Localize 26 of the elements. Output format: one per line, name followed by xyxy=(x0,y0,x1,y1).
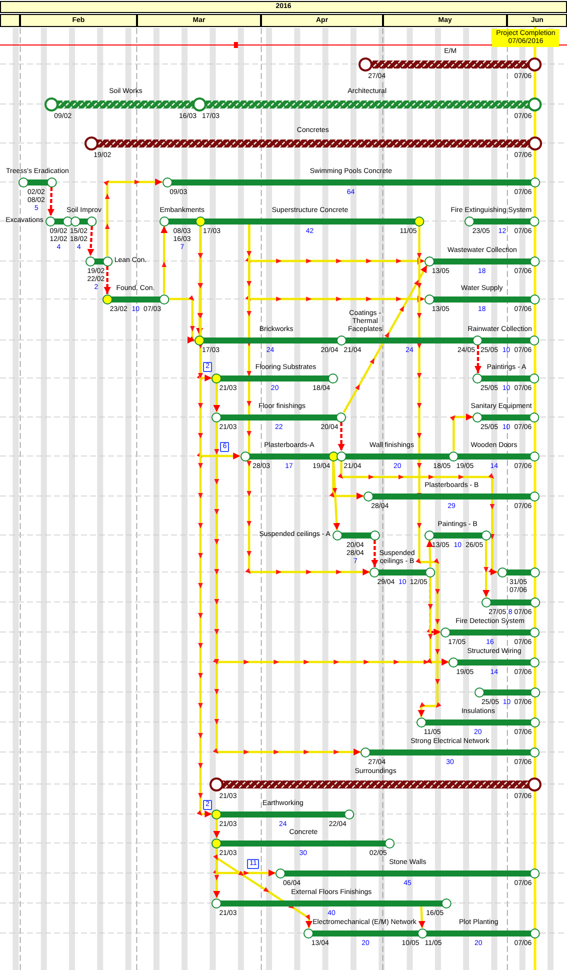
dependency-arrow xyxy=(416,226,442,717)
dependency-arrow xyxy=(329,461,364,500)
dependency-arrow xyxy=(338,461,498,576)
dependency-arrow xyxy=(426,540,433,568)
dependency-arrow xyxy=(418,906,426,928)
dependency-arrow xyxy=(87,226,94,256)
dependency-arrow xyxy=(160,226,168,294)
dependency-arrow xyxy=(371,540,378,567)
milestone-box xyxy=(492,29,560,47)
dependency-arrow xyxy=(332,460,340,530)
dependency-arrow xyxy=(338,422,345,451)
dependency-arrow xyxy=(474,345,482,373)
dependency-arrow xyxy=(104,178,162,256)
dependency-arrow xyxy=(245,224,370,576)
dependency-arrow xyxy=(427,577,449,666)
dependency-arrow xyxy=(342,264,428,414)
dependency-arrow xyxy=(104,266,111,294)
dependency-arrow xyxy=(213,383,220,412)
dependency-arrow xyxy=(196,226,212,818)
dependency-arrow xyxy=(482,540,490,597)
dependency-arrow xyxy=(212,422,361,756)
dependency-arrow xyxy=(450,414,473,451)
dependency-arrow xyxy=(48,186,54,216)
dependency-arrow xyxy=(213,819,220,838)
dependency-arrow xyxy=(213,848,312,928)
dependency-arrow xyxy=(169,295,195,344)
